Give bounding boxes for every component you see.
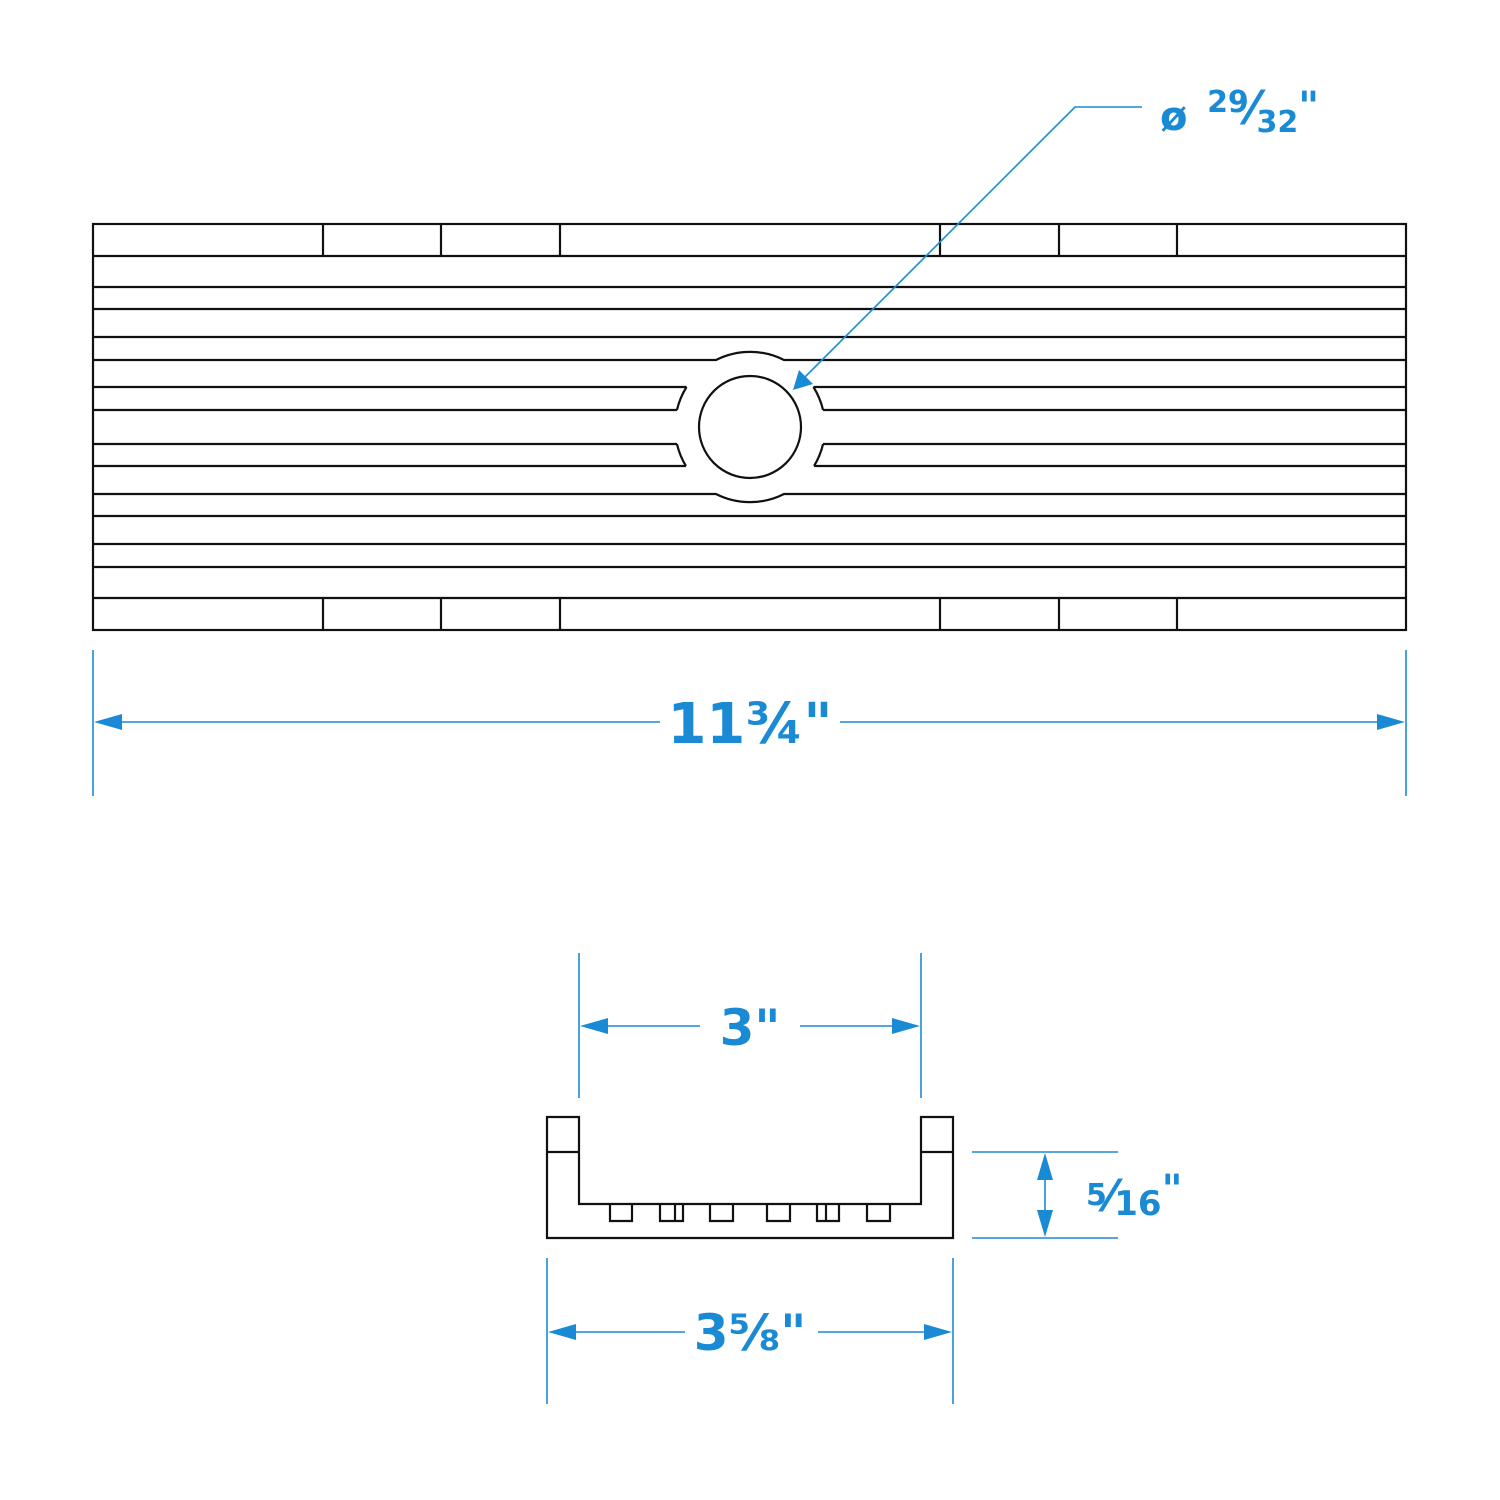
height-label: 5⁄16" [1086, 1167, 1182, 1224]
hole-diameter-label: ø 29⁄32" [1160, 81, 1319, 140]
profile-notch [708, 1204, 735, 1223]
end-dividers [321, 224, 1179, 630]
groove-end-arc [675, 443, 687, 467]
profile-view [545, 1115, 955, 1240]
groove-end-arc [812, 386, 825, 411]
groove-end-arc [675, 386, 688, 411]
hole-ring-bottom [93, 492, 1406, 504]
groove-end-arc [813, 443, 825, 467]
length-dimension: 11¾" [92, 650, 1407, 796]
profile-notch [765, 1204, 792, 1223]
profile-notch [658, 1204, 685, 1223]
outer-width-dimension: 3⅝" [546, 1258, 954, 1404]
inner-width-label: 3" [720, 999, 781, 1057]
profile-outline [545, 1115, 955, 1240]
arrow-left [94, 714, 122, 730]
profile-notch [608, 1204, 634, 1223]
plan-view [91, 222, 1408, 632]
hole-ring-top [93, 350, 1406, 362]
length-label: 11¾" [667, 692, 832, 757]
profile-notches [608, 1204, 892, 1223]
arrow-right [1377, 714, 1405, 730]
full-grooves [93, 254, 1406, 600]
leader-arrowhead [793, 370, 813, 390]
hole-diameter-callout: ø 29⁄32" [793, 81, 1319, 390]
plan-outline [91, 222, 1408, 632]
mounting-hole [697, 374, 803, 480]
profile-notch [865, 1204, 892, 1223]
hole-grooves [93, 385, 1406, 468]
height-dimension: 5⁄16" [972, 1151, 1182, 1239]
leader-line [799, 106, 1142, 383]
inner-width-dimension: 3" [578, 953, 922, 1098]
profile-notch [815, 1204, 841, 1223]
outer-width-label: 3⅝" [694, 1304, 807, 1362]
